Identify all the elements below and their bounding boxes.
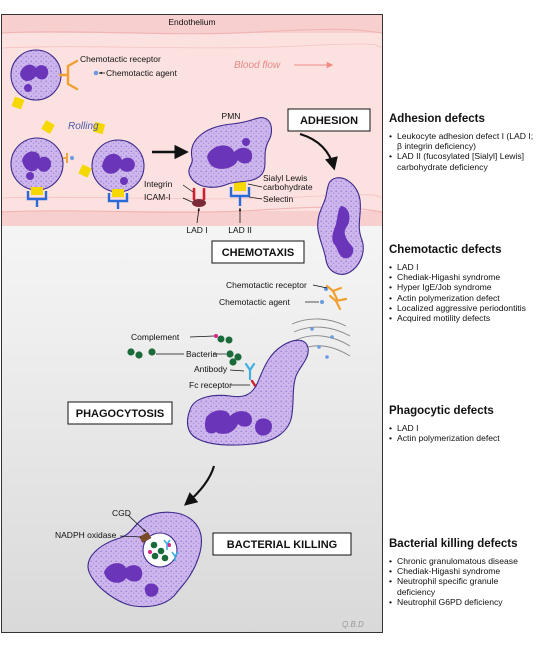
vessel-streak — [1, 43, 383, 49]
icam-label: ICAM-I — [144, 192, 170, 202]
migrating-neutrophil — [317, 177, 364, 275]
list-item: LAD I — [389, 423, 534, 433]
chemotactic-agent-top-label: Chemotactic agent — [106, 68, 178, 78]
killing-neutrophil — [87, 511, 203, 608]
pointer-line — [182, 197, 193, 203]
bacterial-killing-defects-title: Bacterial killing defects — [389, 538, 518, 550]
chemotactic-receptor-top-label: Chemotactic receptor — [80, 54, 161, 64]
complement-icon — [214, 334, 233, 344]
bacteria-icon — [127, 348, 242, 366]
phagocytosis-to-killing-arrow — [183, 465, 216, 506]
selectin-molecules — [26, 182, 251, 209]
selectin-label: Selectin — [263, 194, 294, 204]
adhesion-defects-title: Adhesion defects — [389, 113, 485, 125]
list-item: Acquired motility defects — [389, 313, 534, 323]
neutrophil-rolling-2 — [91, 139, 145, 193]
adhesion-stage-box — [287, 108, 371, 132]
chemotaxis-stage-box — [211, 240, 305, 264]
vessel-streak — [1, 194, 383, 200]
vessel-wall-top — [1, 28, 383, 35]
antibody-icon — [244, 362, 256, 381]
bacterial-killing-stage-label: BACTERIAL KILLING — [227, 539, 337, 551]
bacteria-label: Bacteria — [186, 349, 217, 359]
rolling-label: Rolling — [68, 121, 99, 132]
lad1-label: LAD I — [186, 225, 207, 235]
nadph-oxidase-icon — [139, 531, 152, 543]
adhesion-to-chemotaxis-arrow — [299, 132, 338, 171]
list-item: Chronic granulomatous disease — [389, 556, 534, 566]
integrin-label: Integrin — [144, 179, 173, 189]
nadph-oxidase-label: NADPH oxidase — [55, 530, 117, 540]
adhesion-defects-panel: Adhesion defects Leukocyte adhesion defe… — [389, 113, 534, 172]
bacterial-killing-defects-list: Chronic granulomatous disease Chediak-Hi… — [389, 556, 534, 607]
pointer-line — [189, 335, 215, 338]
neutrophil-top — [10, 49, 62, 101]
list-item: Localized aggressive periodontitis — [389, 303, 534, 313]
chemotactic-defects-list: LAD I Chediak-Higashi syndrome Hyper IgE… — [389, 262, 534, 323]
cgd-label: CGD — [112, 508, 131, 518]
pointer-line — [229, 369, 245, 372]
pmn-label: PMN — [222, 111, 241, 121]
antibody-label: Antibody — [194, 364, 228, 374]
endothelium-label: Endothelium — [168, 17, 215, 27]
chemotactic-agent-dots — [310, 327, 334, 359]
phagocytosing-neutrophil — [186, 339, 309, 446]
phagocytosis-stage-box — [67, 401, 173, 425]
lad2-label: LAD II — [228, 225, 252, 235]
pointer-line — [312, 284, 328, 289]
chemotactic-receptor-label: Chemotactic receptor — [226, 280, 307, 290]
list-item: Neutrophil G6PD deficiency — [389, 597, 534, 607]
phagocytic-defects-list: LAD I Actin polymerization defect — [389, 423, 534, 444]
neutrophil-rolling-1 — [10, 137, 74, 191]
list-item: LAD I — [389, 262, 534, 272]
list-item: Actin polymerization defect — [389, 433, 534, 443]
list-item: LAD II (fucosylated [Sialyl] Lewis] carb… — [389, 151, 534, 171]
fc-receptor-label: Fc receptor — [189, 380, 232, 390]
sialyl-lewis-label-2: carbohydrate — [263, 182, 313, 192]
list-item: Chediak-Higashi syndrome — [389, 272, 534, 282]
list-item: Actin polymerization defect — [389, 293, 534, 303]
pointer-line — [182, 184, 194, 193]
phagocytosis-stage-label: PHAGOCYTOSIS — [76, 408, 164, 420]
bacterial-killing-defects-panel: Bacterial killing defects Chronic granul… — [389, 538, 534, 607]
list-item: Hyper IgE/Job syndrome — [389, 282, 534, 292]
artist-signature: Q.B.D — [342, 620, 364, 629]
pmn-cell — [188, 117, 273, 188]
pointer-line — [247, 183, 263, 188]
chemotactic-receptor-icon — [58, 59, 79, 91]
adhesion-stage-label: ADHESION — [300, 115, 358, 127]
chemotactic-defects-title: Chemotactic defects — [389, 244, 502, 256]
adhesion-defects-list: Leukocyte adhesion defect I (LAD I; β in… — [389, 131, 534, 172]
chemotactic-agent-icon — [93, 70, 99, 76]
lad1-arrow — [196, 207, 200, 224]
chemotactic-defects-panel: Chemotactic defects LAD I Chediak-Higash… — [389, 244, 534, 323]
phagocytic-defects-title: Phagocytic defects — [389, 405, 494, 417]
list-item: Neutrophil specific granule deficiency — [389, 576, 534, 596]
sialyl-lewis-molecules — [11, 96, 106, 178]
chemotaxis-stage-label: CHEMOTAXIS — [222, 247, 295, 259]
integrin-icam — [192, 187, 206, 207]
cgd-arrow — [127, 514, 147, 533]
pointer-line — [119, 535, 142, 538]
list-item: Leukocyte adhesion defect I (LAD I; β in… — [389, 131, 534, 151]
list-item: Chediak-Higashi syndrome — [389, 566, 534, 576]
bacterial-killing-stage-box — [212, 532, 352, 556]
blood-flow-label: Blood flow — [234, 60, 281, 71]
chemotactic-agent-label: Chemotactic agent — [219, 297, 291, 307]
phagocytic-defects-panel: Phagocytic defects LAD I Actin polymeriz… — [389, 405, 534, 444]
sialyl-lewis-label-1: Sialyl Lewis — [263, 173, 307, 183]
complement-label: Complement — [131, 332, 180, 342]
pointer-line — [248, 196, 263, 200]
